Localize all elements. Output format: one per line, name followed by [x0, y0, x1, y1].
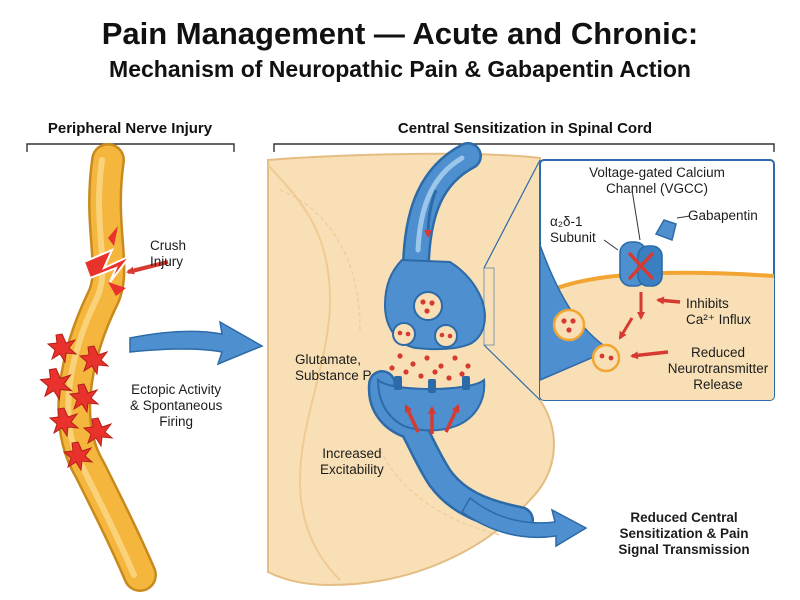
burst-icon — [68, 383, 100, 414]
label-crush-injury: Crush Injury — [150, 238, 187, 269]
peripheral-nerve — [57, 143, 157, 592]
vesicle — [591, 343, 621, 373]
vesicle — [434, 324, 458, 348]
burst-icon — [46, 333, 78, 364]
vesicle — [392, 322, 416, 346]
bracket-left — [26, 143, 235, 152]
label-outcome: Reduced Central Sensitization & Pain Sig… — [618, 510, 750, 557]
label-ectopic-activity: Ectopic Activity & Spontaneous Firing — [130, 382, 223, 429]
page-title: Pain Management — Acute and Chronic: — [101, 16, 699, 51]
gabapentin-molecule — [654, 219, 677, 241]
neurotransmitter-dots — [389, 353, 471, 381]
signal-arrow — [424, 189, 438, 238]
crush-injury-icon — [82, 226, 131, 296]
arrow-outcome — [461, 496, 588, 548]
inhibit-arrow — [656, 296, 681, 305]
label-subunit: α₂δ-1 Subunit — [550, 214, 596, 245]
bracket-right — [273, 143, 775, 152]
presynaptic-neuron — [383, 142, 486, 351]
ectopic-burst-group — [39, 333, 114, 472]
arrow-crush — [126, 260, 169, 275]
vgcc-channel — [619, 241, 663, 287]
label-excitability: Increased Excitability — [320, 446, 384, 477]
excitability-arrows — [404, 404, 460, 434]
burst-icon — [62, 441, 94, 472]
vesicle — [552, 308, 586, 342]
receptor — [394, 376, 402, 390]
receptor — [462, 376, 470, 390]
zoom-line-bottom — [483, 344, 541, 401]
spinal-cord — [267, 152, 555, 587]
vgcc-inset — [539, 159, 775, 401]
burst-icon — [39, 367, 74, 402]
section-heading-central: Central Sensitization in Spinal Cord — [397, 120, 653, 137]
label-vgcc: Voltage-gated Calcium Channel (VGCC) — [589, 165, 725, 196]
burst-icon — [78, 345, 110, 376]
page-subtitle: Mechanism of Neuropathic Pain & Gabapent… — [109, 56, 691, 82]
burst-icon — [82, 417, 114, 448]
reduced-release-arrow — [630, 350, 669, 360]
label-inhibits-ca-influx: Inhibits Ca²⁺ Influx — [686, 296, 751, 327]
label-glutamate: Glutamate, Substance P — [295, 352, 372, 383]
section-heading-peripheral: Peripheral Nerve Injury — [47, 120, 213, 137]
block-x-icon — [628, 252, 654, 280]
arrow-to-spinal-cord — [129, 320, 264, 366]
receptor — [428, 379, 436, 393]
zoom-line-top — [483, 159, 541, 269]
label-gabapentin: Gabapentin — [688, 208, 758, 223]
vesicle — [413, 291, 443, 321]
label-reduced-release: Reduced Neurotransmitter Release — [667, 345, 769, 392]
burst-icon — [48, 407, 80, 438]
